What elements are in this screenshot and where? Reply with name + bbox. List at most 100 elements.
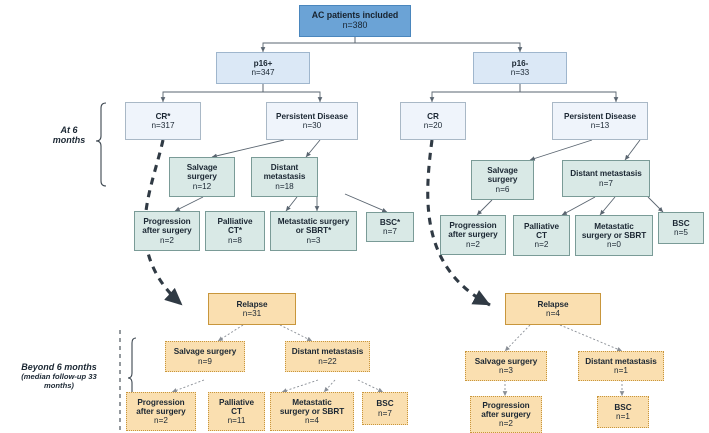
node-left-relapse[interactable]: Relapse n=31 [208, 293, 296, 325]
node-right-beyond-progression-after-surgery[interactable]: Progression after surgery n=2 [470, 396, 542, 433]
node-count: n=4 [305, 416, 319, 426]
node-count: n=12 [192, 181, 212, 191]
node-right-metastatic-surgery-or-sbrt[interactable]: Metastatic surgery or SBRT n=0 [575, 215, 653, 256]
node-left-beyond-metastatic-surgery-or-sbrt[interactable]: Metastatic surgery or SBRT n=4 [270, 392, 354, 431]
node-count: n=2 [466, 239, 480, 249]
node-ac-patients-included[interactable]: AC patients included n=380 [299, 5, 411, 37]
node-count: n=347 [251, 68, 275, 77]
node-label-line2: surgery [187, 172, 217, 182]
stage-label-beyond-6-months: Beyond 6 months (median follow-up 33 mon… [2, 362, 116, 390]
stage-label-at-6-months: At 6 months [36, 125, 102, 145]
node-label-line2: CT [231, 406, 242, 416]
node-label: Relapse [537, 299, 569, 309]
node-count: n=30 [302, 121, 322, 130]
node-label-line1: Metastatic [594, 221, 634, 231]
node-count: n=2 [160, 235, 174, 245]
node-left-distant-metastasis[interactable]: Distant metastasis n=18 [251, 157, 318, 197]
node-p16-positive[interactable]: p16+ n=347 [216, 52, 310, 84]
node-label: Salvage surgery [173, 347, 237, 357]
node-label: Distant metastasis [570, 169, 642, 179]
node-left-palliative-ct[interactable]: Palliative CT* n=8 [205, 211, 265, 251]
node-label-line2: surgery [487, 175, 518, 185]
node-left-beyond-salvage-surgery[interactable]: Salvage surgery n=9 [165, 341, 245, 372]
node-label: BSC [672, 218, 690, 228]
node-count: n=1 [614, 366, 628, 375]
node-count: n=4 [546, 309, 560, 318]
node-label-line2: after surgery [481, 409, 531, 419]
node-label-line2: or SBRT* [295, 226, 332, 236]
node-label: Distant metastasis [291, 347, 364, 357]
node-count: n=3 [306, 235, 321, 245]
node-label-line2: CT [536, 230, 547, 240]
node-label-line2: surgery or SBRT [581, 230, 647, 240]
node-count: n=380 [342, 20, 368, 30]
node-label-line1: Metastatic [292, 397, 332, 407]
node-count: n=22 [318, 356, 337, 366]
node-right-cr[interactable]: CR n=20 [400, 102, 466, 140]
node-label: CR [427, 111, 439, 121]
node-left-salvage-surgery[interactable]: Salvage surgery n=12 [169, 157, 235, 197]
node-label: Persistent Disease [564, 111, 636, 121]
node-label: Distant metastasis [585, 356, 657, 366]
node-label: AC patients included [311, 10, 399, 21]
node-left-persistent-disease[interactable]: Persistent Disease n=30 [266, 102, 358, 140]
node-count: n=317 [151, 121, 175, 130]
node-label-line1: Progression [482, 400, 530, 410]
stage-beyond-line2: (median follow-up 33 [21, 372, 97, 381]
node-count: n=2 [499, 419, 513, 429]
node-label-line1: Progression [137, 397, 185, 407]
node-p16-negative[interactable]: p16- n=33 [473, 52, 567, 84]
node-label-line1: Salvage [186, 163, 218, 173]
node-label-line1: Palliative [523, 221, 559, 231]
node-right-palliative-ct[interactable]: Palliative CT n=2 [513, 215, 570, 256]
node-count: n=9 [198, 356, 212, 366]
node-right-beyond-bsc[interactable]: BSC n=1 [597, 396, 649, 428]
node-count: n=8 [228, 235, 242, 245]
node-left-bsc[interactable]: BSC* n=7 [366, 212, 414, 242]
node-right-persistent-disease[interactable]: Persistent Disease n=13 [552, 102, 648, 140]
node-label: BSC* [379, 217, 401, 227]
node-label: Salvage surgery [474, 356, 538, 366]
node-count: n=7 [599, 178, 613, 188]
node-right-relapse[interactable]: Relapse n=4 [505, 293, 601, 325]
node-left-progression-after-surgery[interactable]: Progression after surgery n=2 [134, 211, 200, 251]
node-right-salvage-surgery[interactable]: Salvage surgery n=6 [471, 160, 534, 200]
node-count: n=5 [674, 228, 688, 237]
node-left-beyond-palliative-ct[interactable]: Palliative CT n=11 [208, 392, 265, 431]
node-right-progression-after-surgery[interactable]: Progression after surgery n=2 [440, 215, 506, 255]
node-label: BSC [614, 402, 632, 412]
node-left-beyond-progression-after-surgery[interactable]: Progression after surgery n=2 [126, 392, 196, 431]
node-count: n=7 [378, 408, 392, 418]
node-label-line2: CT* [228, 226, 242, 236]
node-label-line1: Metastatic surgery [277, 217, 350, 227]
node-right-beyond-salvage-surgery[interactable]: Salvage surgery n=3 [465, 351, 547, 381]
node-label-line2: after surgery [448, 230, 498, 240]
node-count: n=3 [499, 366, 513, 375]
node-label: Persistent Disease [276, 111, 348, 121]
node-left-cr[interactable]: CR* n=317 [125, 102, 201, 140]
node-right-beyond-distant-metastasis[interactable]: Distant metastasis n=1 [578, 351, 664, 381]
node-label: CR* [155, 111, 171, 121]
node-left-beyond-distant-metastasis[interactable]: Distant metastasis n=22 [285, 341, 370, 372]
node-count: n=11 [227, 416, 246, 426]
node-count: n=31 [242, 309, 262, 318]
stage-at6-line2: months [52, 135, 86, 145]
node-count: n=18 [275, 181, 294, 191]
stage-at6-line1: At 6 [60, 125, 78, 135]
node-label-line1: Palliative [218, 397, 254, 407]
node-label-line1: Progression [449, 221, 497, 231]
node-left-metastatic-surgery-or-sbrt[interactable]: Metastatic surgery or SBRT* n=3 [270, 211, 357, 251]
node-label-line2: metastasis [263, 172, 306, 182]
node-count: n=13 [590, 121, 610, 130]
node-count: n=1 [616, 412, 630, 421]
node-count: n=6 [495, 184, 510, 194]
node-label-line1: Palliative [217, 217, 253, 227]
node-count: n=20 [423, 121, 443, 130]
node-count: n=2 [154, 416, 168, 426]
node-left-beyond-bsc[interactable]: BSC n=7 [362, 392, 408, 425]
node-label: p16- [511, 58, 529, 68]
node-right-bsc[interactable]: BSC n=5 [658, 212, 704, 244]
node-right-distant-metastasis[interactable]: Distant metastasis n=7 [562, 160, 650, 197]
stage-beyond-line3: months) [44, 381, 74, 390]
